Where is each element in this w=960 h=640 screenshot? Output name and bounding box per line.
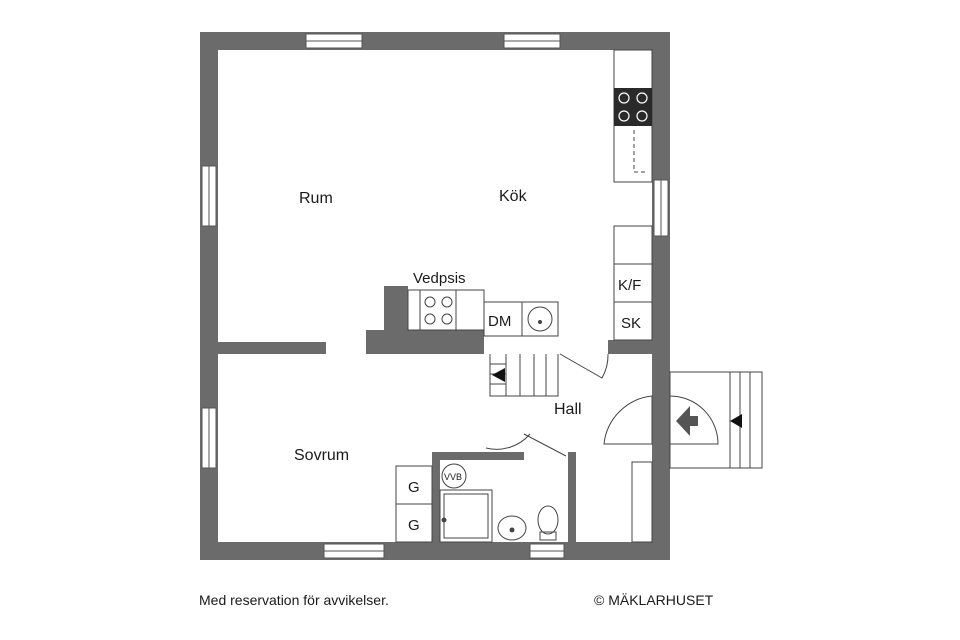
disclaimer-text: Med reservation för avvikelser. [199,592,389,608]
fixture-label-sk: SK [621,315,641,332]
staircase [489,354,559,397]
steps-arrow-icon [730,414,742,428]
entry-arrow-icon [676,406,698,436]
copyright-text: © MÄKLARHUSET [594,592,714,608]
windows [201,33,669,559]
kitchen-island [407,289,559,337]
room-label-rum: Rum [299,190,333,207]
hall-wardrobe [631,461,653,543]
room-label-hall: Hall [554,401,582,418]
fixture-label-dm: DM [488,313,511,330]
fixture-label-kf: K/F [618,277,641,294]
room-label-kok: Kök [499,188,528,205]
fixture-label-g2: G [408,517,420,534]
interior-walls [218,286,652,542]
fixture-label-vedpsis: Vedpsis [413,270,466,287]
fridge-cabinets [613,225,653,341]
bathroom-fixtures [439,463,559,543]
stair-arrow-icon [492,368,505,382]
wardrobes [395,465,433,543]
doors [485,353,719,457]
fixture-label-g1: G [408,479,420,496]
fixture-label-vvb: VVB [444,472,462,482]
room-label-sovrum: Sovrum [294,447,349,464]
stove-icon [614,88,652,126]
